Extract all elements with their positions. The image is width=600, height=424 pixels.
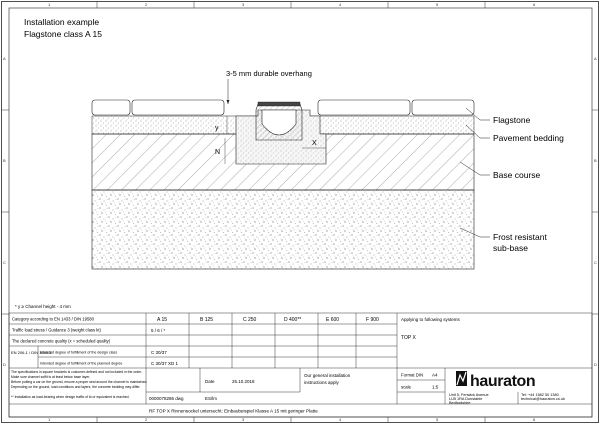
footnote: * y ≥ Channel height - 4 mm [15, 304, 71, 309]
row-label: C [3, 260, 6, 265]
note: ** Installation as load-bearing when des… [11, 395, 130, 399]
callout-pavement-bedding: Pavement bedding [493, 133, 564, 143]
flagstone [411, 99, 475, 116]
overhang-label: 3-5 mm durable overhang [226, 69, 312, 78]
callout-sub-base: sub-base [493, 243, 528, 253]
drainage-channel [255, 101, 303, 141]
grade-b125: B 125 [200, 317, 213, 323]
company-address: Unit 5, Fenwick Avenue LU5 1RA Dunstable… [449, 393, 489, 405]
planned-degree-label: Intended degree of fulfillment of the pl… [40, 362, 122, 366]
column-label: 4 [339, 2, 342, 7]
flagstone [91, 99, 131, 116]
traffic-value: 5 / 6 / * [151, 328, 166, 333]
channel-invert [261, 109, 297, 136]
address-line: LU5 1RA Dunstable [449, 397, 482, 401]
column-label: 5 [436, 417, 439, 422]
note: Before putting a car on the ground, ensu… [11, 380, 147, 384]
grade-value: C 30/37 [151, 350, 167, 355]
company-phone: Tel: +44 1582 50 1380 [521, 393, 559, 397]
column-label: 4 [339, 417, 342, 422]
format-value: A4 [432, 373, 438, 378]
column-label: 2 [145, 2, 148, 7]
installation-notes: The specifications in square brackets is… [11, 370, 147, 399]
column-label: 6 [533, 417, 536, 422]
column-label: 2 [145, 417, 148, 422]
row-label: C [594, 260, 597, 265]
column-label: 3 [242, 2, 245, 7]
callout-leaders [459, 107, 490, 238]
flagstones [91, 99, 475, 116]
grade-a15: A 15 [157, 317, 167, 323]
overhang-arrow-icon [226, 100, 230, 104]
frame-column-labels: 1 2 3 4 5 6 1 2 3 4 5 6 [48, 2, 536, 422]
format-label: Format DIN [401, 373, 423, 378]
row-label: B [594, 158, 597, 163]
date-label: Date [205, 379, 215, 384]
row-label: B [3, 158, 6, 163]
note: Make sure channel soffit is at least bel… [11, 375, 90, 379]
traffic-load-label: Traffic load stress / Guidance 3 (weight… [12, 328, 102, 333]
column-label: 6 [533, 2, 536, 7]
column-label: 5 [436, 2, 439, 7]
brand-wordmark: hauraton [470, 373, 535, 390]
callout-flagstone: Flagstone [493, 115, 531, 125]
design-class-label: Intended degree of fulfillment of the de… [40, 351, 117, 355]
scale-label: scale [401, 385, 412, 390]
disclaimer-line1: Our general installation [304, 373, 351, 378]
document-suffix: ES/lm [205, 396, 217, 401]
frost-subbase-layer [91, 189, 475, 270]
flagstone [317, 99, 411, 116]
footer-description: RF TOP X Rinnensockel untersucht: Einbau… [149, 409, 318, 414]
address-line: Bedfordshire [449, 401, 471, 405]
grade-d400: D 400** [284, 317, 301, 323]
system-name: TOP X [401, 335, 416, 341]
dimension-x-label: X [312, 140, 317, 147]
row-label: D [594, 362, 597, 367]
row-label: A [3, 56, 6, 61]
grade-f900: F 900 [366, 317, 379, 323]
callout-frost-resistant: Frost resistant [493, 232, 547, 242]
concrete-quality-label: The declared concrete quality (x = sched… [12, 339, 111, 344]
callout-base-course: Base course [493, 170, 541, 180]
date-value: 25.10.2018 [232, 379, 255, 384]
channel-grate [257, 101, 301, 107]
hauraton-logo: hauraton [456, 371, 536, 390]
row-label: A [594, 56, 597, 61]
category-label: Category according to EN 1433 / DIN 1958… [12, 317, 95, 322]
load-class-grades: A 15 B 125 C 250 D 400** E 600 F 900 [157, 317, 379, 323]
frame-row-labels: A B C D A B C D [3, 56, 597, 367]
title-block [8, 312, 593, 418]
flagstone [131, 99, 225, 116]
column-label: 1 [48, 2, 51, 7]
en-standard-label: EN 206-1 / DIN 1045-2 [11, 350, 52, 355]
dimension-n-label: N [215, 149, 220, 156]
document-number: 0000078286 dwg [149, 396, 184, 401]
grade-e600: E 600 [326, 317, 339, 323]
row-label: D [3, 362, 6, 367]
note: Depending on the ground, load conditions… [11, 385, 141, 389]
applying-label: Applying to following systems [401, 317, 461, 322]
drawing-subtitle: Flagstone class A 15 [24, 29, 102, 39]
exposure-value: C 30/37 XD 1 [151, 361, 179, 366]
address-line: Unit 5, Fenwick Avenue [449, 393, 489, 397]
drawing-title: Installation example [24, 17, 99, 27]
company-email: technical@hauraton.co.uk [521, 397, 565, 401]
disclaimer-line2: instructions apply [304, 380, 340, 385]
note: The specifications in square brackets is… [11, 370, 142, 374]
grade-c250: C 250 [243, 317, 257, 323]
column-label: 3 [242, 417, 245, 422]
dimension-y-label: y [215, 125, 219, 132]
scale-value: 1:5 [432, 385, 439, 390]
column-label: 1 [48, 417, 51, 422]
